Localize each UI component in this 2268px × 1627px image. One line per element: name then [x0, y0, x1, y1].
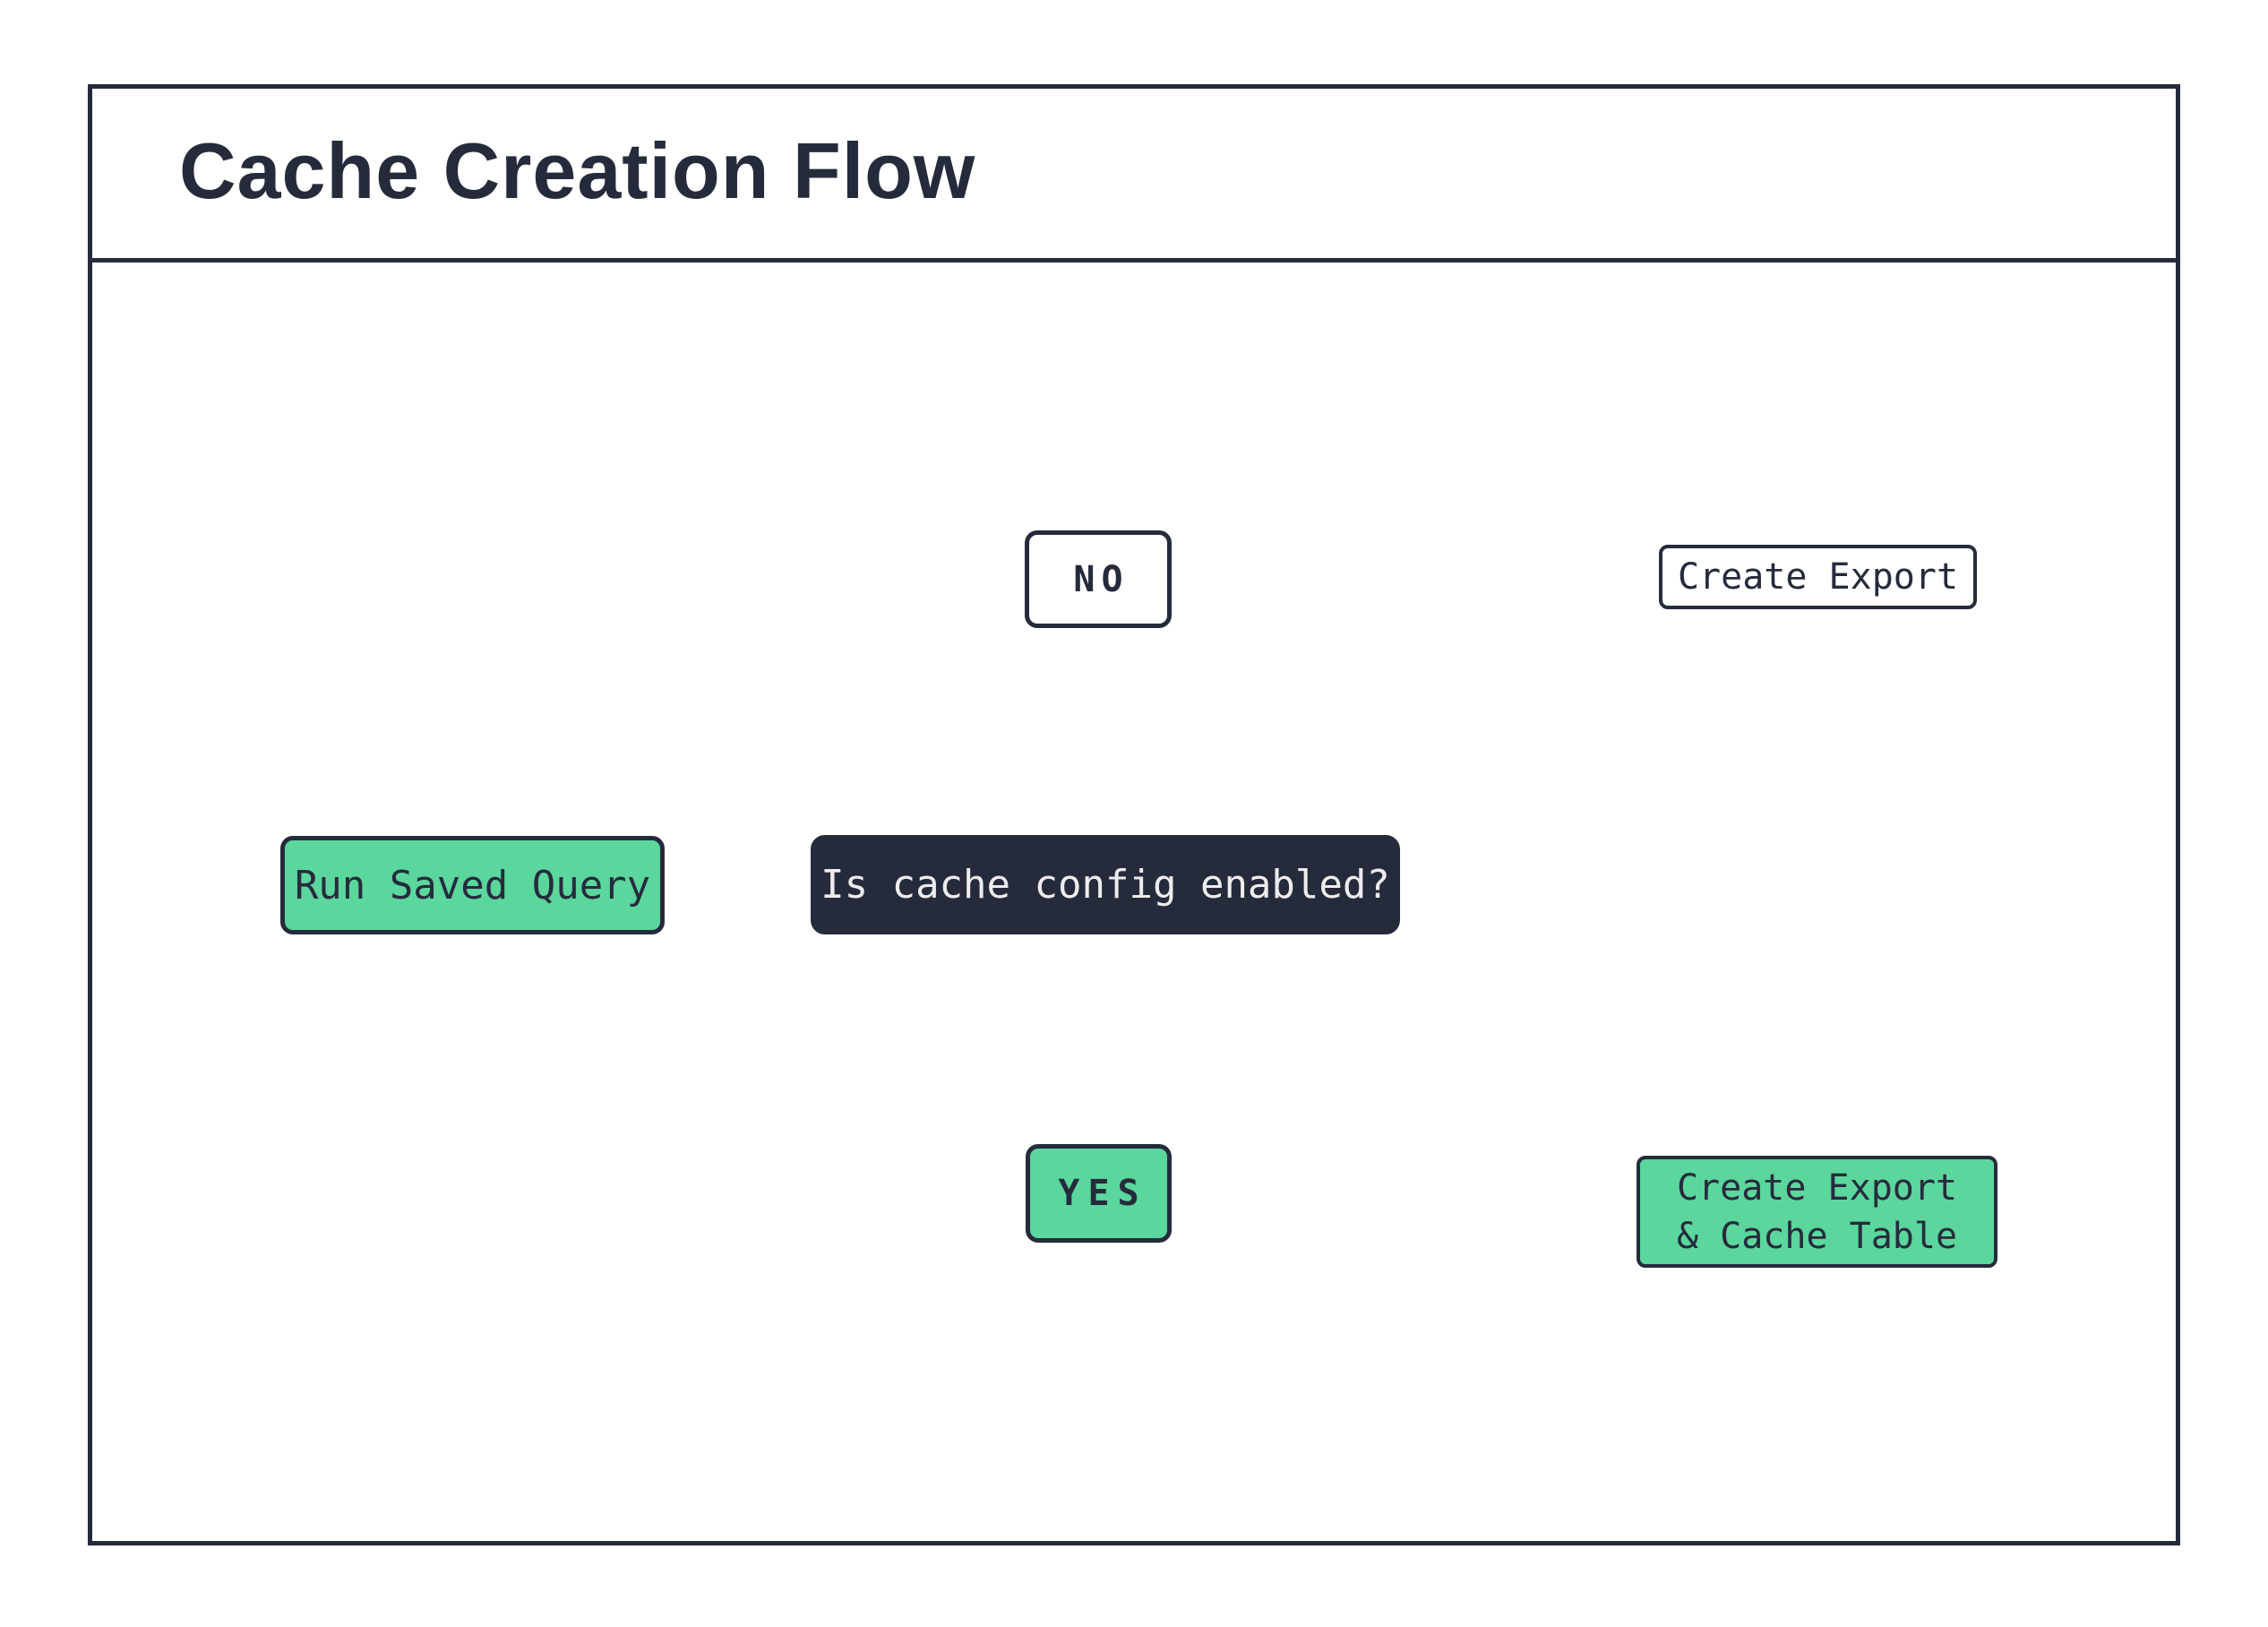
- node-create-export-cache-label-line2: & Cache Table: [1676, 1215, 1958, 1257]
- page-title: Cache Creation Flow: [179, 126, 976, 215]
- node-create-export: Create Export: [1659, 545, 1977, 609]
- node-run-saved-query-label: Run Saved Query: [294, 862, 651, 908]
- node-create-export-cache-label-line1: Create Export: [1676, 1166, 1958, 1209]
- node-decision-label: Is cache config enabled?: [820, 862, 1390, 908]
- node-yes-label: YES: [1058, 1173, 1147, 1214]
- node-create-export-label: Create Export: [1677, 556, 1959, 598]
- node-decision-cache-config: Is cache config enabled?: [811, 835, 1400, 934]
- node-run-saved-query: Run Saved Query: [280, 836, 665, 934]
- diagram-frame: [88, 84, 2180, 1545]
- node-yes-branch: YES: [1026, 1144, 1172, 1243]
- node-no-branch: NO: [1025, 530, 1172, 628]
- title-bar: Cache Creation Flow: [88, 84, 2180, 263]
- node-no-label: NO: [1073, 558, 1130, 600]
- node-create-export-cache-table: Create Export & Cache Table: [1637, 1156, 1997, 1268]
